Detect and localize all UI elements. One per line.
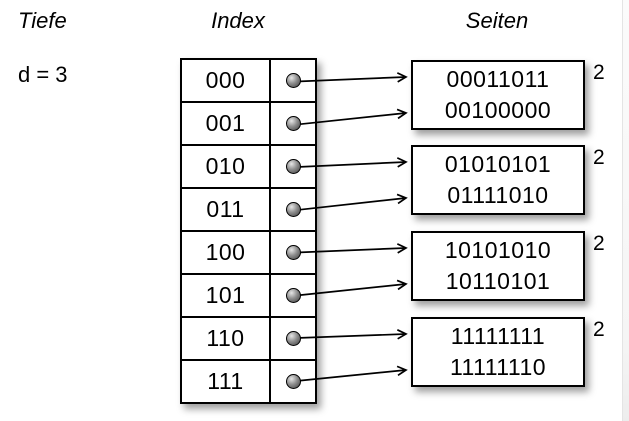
pointer-cell bbox=[271, 232, 315, 273]
page-entry: 00011011 bbox=[446, 66, 550, 92]
page-entry: 01010101 bbox=[444, 151, 552, 177]
page-entry: 11111111 bbox=[450, 323, 546, 349]
page-local-depth-label: 2 bbox=[593, 146, 605, 169]
pointer-cell bbox=[271, 318, 315, 359]
pointer-cell bbox=[271, 275, 315, 316]
index-table: 000 001 010 011 100 101 110 111 bbox=[180, 58, 317, 404]
pointer-dot bbox=[285, 73, 301, 88]
page-entry: 11111110 bbox=[449, 354, 547, 380]
index-bits: 101 bbox=[182, 275, 271, 316]
index-bits: 011 bbox=[182, 189, 271, 230]
pointer-dot bbox=[285, 202, 301, 217]
index-bits: 100 bbox=[182, 232, 271, 273]
page-local-depth-label: 2 bbox=[593, 318, 605, 341]
index-bits: 010 bbox=[182, 146, 271, 187]
page-entry: 10110101 bbox=[445, 268, 551, 294]
slide-right-edge bbox=[622, 0, 629, 421]
pointer-dot bbox=[285, 331, 301, 346]
index-bits: 000 bbox=[182, 60, 271, 101]
index-row: 111 bbox=[182, 359, 315, 402]
pointer-dot bbox=[285, 116, 301, 131]
pointer-dot bbox=[285, 374, 301, 389]
index-row: 011 bbox=[182, 187, 315, 230]
index-row: 000 bbox=[182, 60, 315, 101]
page-box: 11111111 11111110 bbox=[411, 317, 585, 387]
index-row: 101 bbox=[182, 273, 315, 316]
pointer-cell bbox=[271, 189, 315, 230]
pointer-dot bbox=[285, 245, 301, 260]
page-box: 01010101 01111010 bbox=[411, 145, 585, 215]
page-box: 00011011 00100000 bbox=[411, 60, 585, 130]
index-column-title: Index bbox=[211, 8, 265, 33]
index-row: 100 bbox=[182, 230, 315, 273]
page-entry: 01111010 bbox=[447, 182, 549, 208]
page-local-depth-label: 2 bbox=[593, 232, 605, 255]
pointer-cell bbox=[271, 146, 315, 187]
pointer-dot bbox=[285, 288, 301, 303]
pages-column-title: Seiten bbox=[465, 8, 529, 33]
page-entry: 00100000 bbox=[444, 97, 552, 123]
index-bits: 110 bbox=[182, 318, 271, 359]
index-bits: 111 bbox=[182, 361, 271, 402]
index-row: 110 bbox=[182, 316, 315, 359]
pointer-cell bbox=[271, 103, 315, 144]
global-depth-value: d = 3 bbox=[18, 62, 68, 87]
pointer-cell bbox=[271, 60, 315, 101]
page-box: 10101010 10110101 bbox=[411, 231, 585, 301]
pointer-cell bbox=[271, 361, 315, 402]
page-local-depth-label: 2 bbox=[593, 61, 605, 84]
depth-column-title: Tiefe bbox=[18, 8, 67, 33]
pointer-dot bbox=[285, 159, 301, 174]
index-row: 001 bbox=[182, 101, 315, 144]
index-bits: 001 bbox=[182, 103, 271, 144]
page-entry: 10101010 bbox=[444, 237, 552, 263]
index-row: 010 bbox=[182, 144, 315, 187]
